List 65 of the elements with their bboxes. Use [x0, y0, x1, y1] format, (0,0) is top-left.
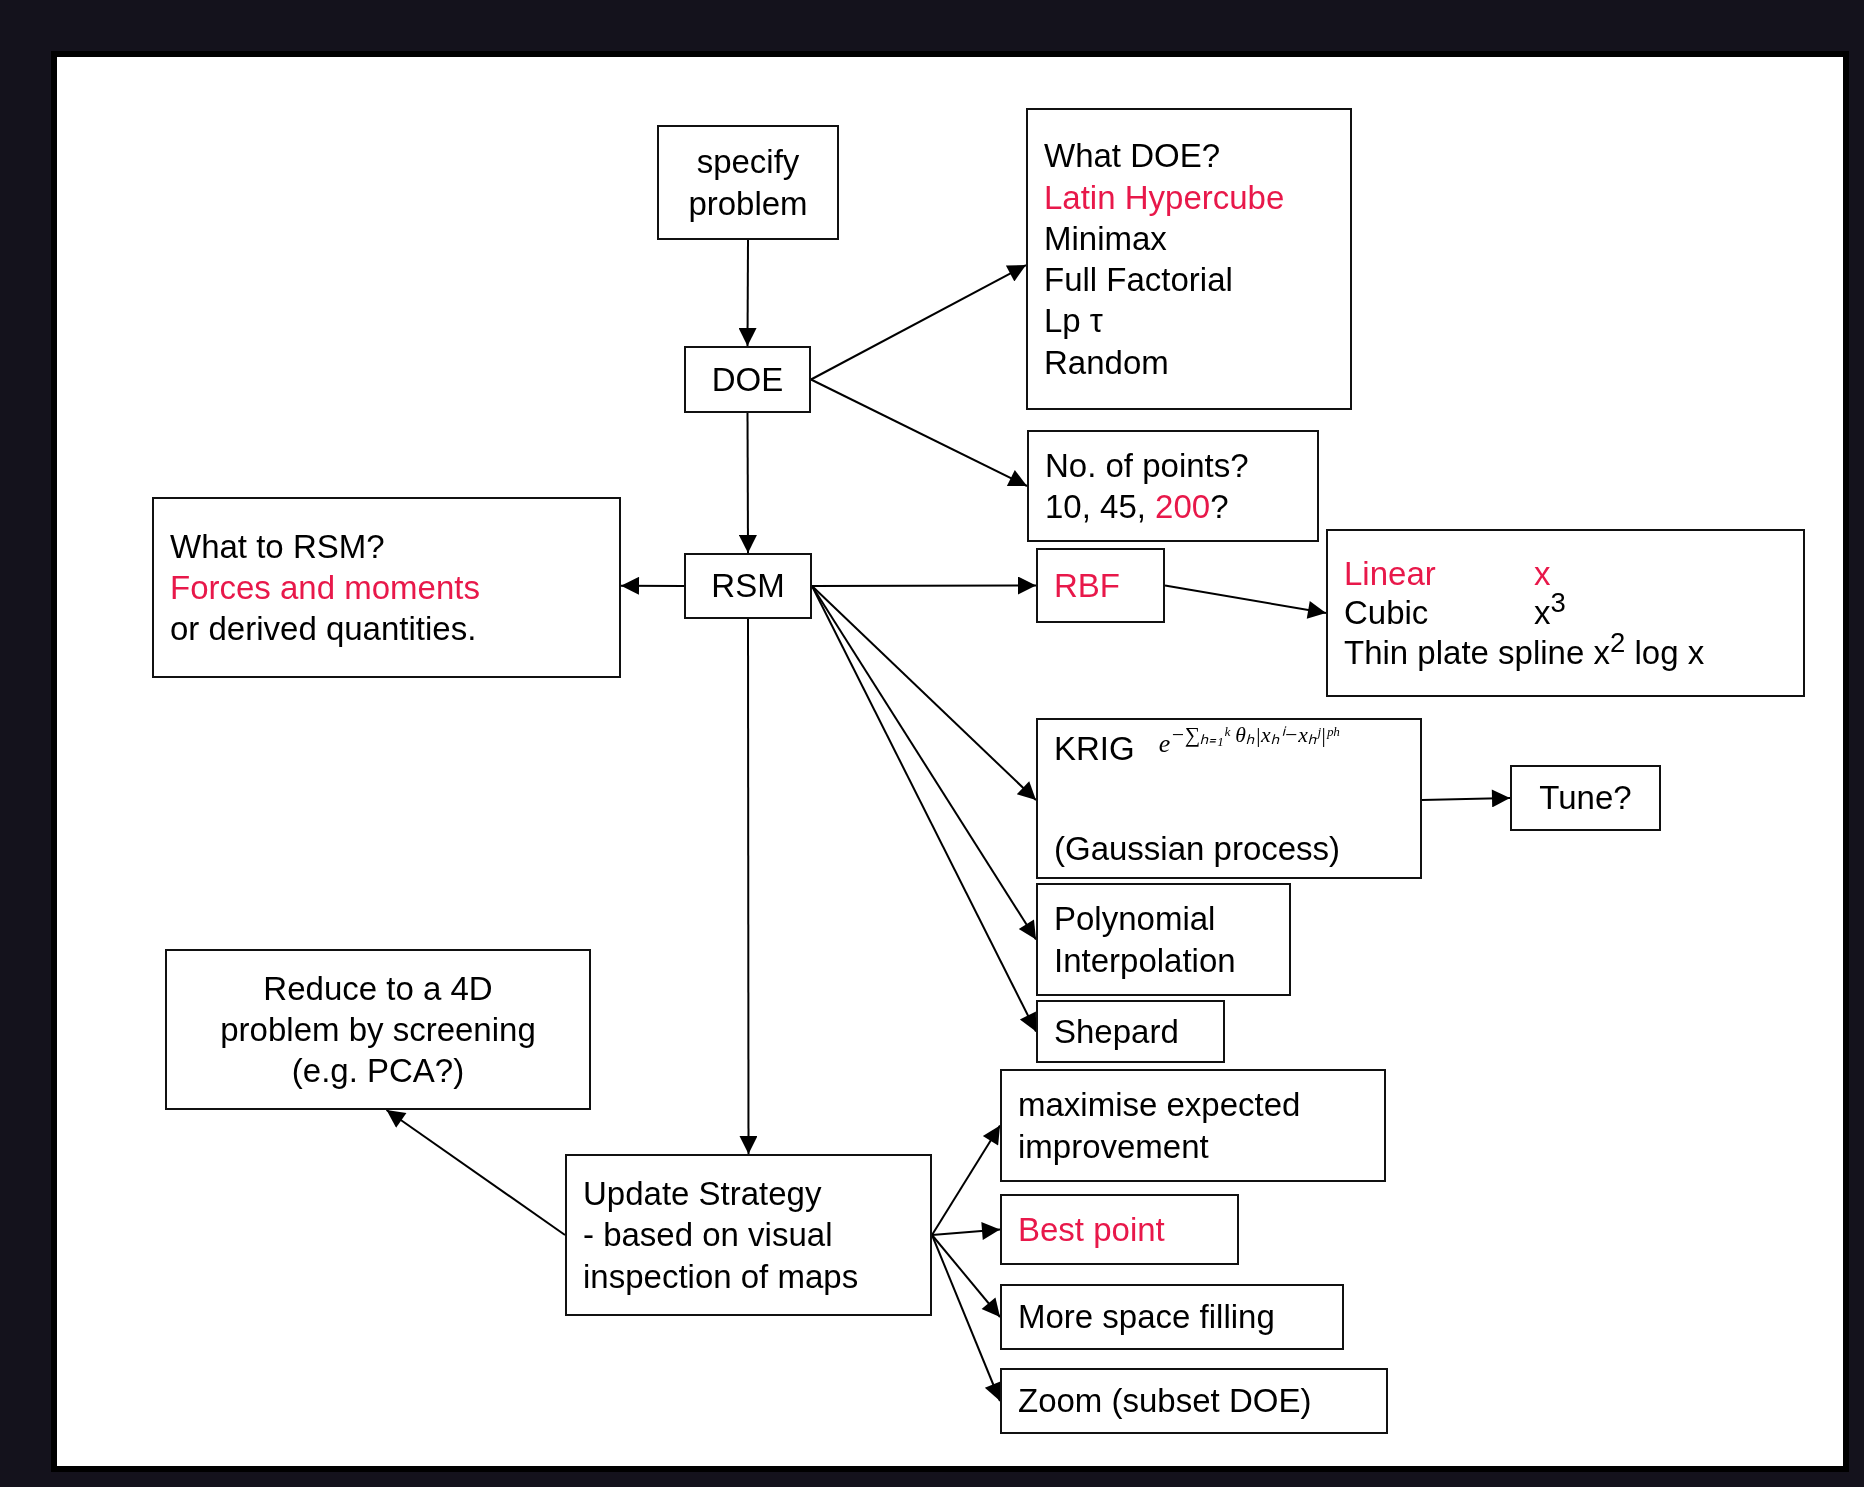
label: Latin Hypercube [1044, 177, 1286, 218]
label: specify problem [687, 142, 809, 224]
note-box [165, 949, 591, 1110]
process-box [565, 1154, 932, 1316]
label: Reduce to a 4D problem by screening (e.g. PCA?) [219, 968, 537, 1092]
label: Cubic [1344, 593, 1430, 633]
label: Forces and moments [170, 567, 481, 608]
label: or derived quantities. [170, 609, 478, 650]
option-box [1000, 1368, 1388, 1434]
arrow [810, 264, 1027, 381]
option-box [1000, 1194, 1239, 1265]
arrow [738, 239, 757, 347]
process-box [1510, 765, 1661, 831]
method-box [1036, 883, 1291, 996]
label: Update Strategy [583, 1174, 823, 1215]
label: Full Factorial [1044, 260, 1234, 300]
label: More space filling [1018, 1297, 1276, 1338]
options-box [1026, 108, 1352, 410]
label: x [1534, 553, 1551, 594]
label: Lp τ [1044, 301, 1104, 342]
label: RBF [1054, 565, 1121, 606]
label: Zoom (subset DOE) [1018, 1381, 1313, 1422]
formula: e$^{−∑ₕ₌₁ᵏ θₕ|xₕⁱ−xₕʲ|ᵖʰ}$ [1157, 728, 1340, 760]
method-box [1036, 548, 1165, 623]
note-box [152, 497, 621, 678]
label: - based on visual inspection of maps [583, 1215, 860, 1297]
label: Tune? [1538, 778, 1633, 819]
process-box [684, 346, 811, 413]
arrow [385, 1109, 566, 1236]
label: Thin plate spline x$^{2}$ log x [1344, 632, 1706, 673]
arrow [1164, 584, 1327, 619]
arrow [931, 1222, 1001, 1240]
option-box [1000, 1284, 1344, 1350]
label: KRIG [1054, 729, 1135, 769]
arrow [620, 576, 685, 595]
arrow [739, 618, 758, 1155]
method-box [1036, 718, 1422, 879]
label: Polynomial Interpolation [1054, 899, 1237, 981]
label: Random [1044, 342, 1170, 383]
label: x$^{3}$ [1534, 593, 1567, 633]
options-box [1027, 430, 1319, 542]
label: 10, 45, 200? [1045, 487, 1230, 527]
arrow [1421, 789, 1511, 808]
label: (Gaussian process) [1054, 828, 1342, 869]
arrow [810, 378, 1028, 487]
label: RSM [710, 566, 786, 607]
label: DOE [710, 359, 785, 400]
arrow [931, 1234, 1001, 1318]
method-box [1036, 1000, 1225, 1063]
label: Linear [1344, 553, 1437, 594]
arrow [811, 585, 1037, 802]
label: No. of points? [1045, 445, 1250, 486]
label: Best point [1018, 1209, 1166, 1250]
option-box [1000, 1069, 1386, 1182]
arrow [931, 1124, 1001, 1236]
process-box [684, 553, 812, 619]
label: What DOE? [1044, 136, 1222, 177]
label: What to RSM? [170, 526, 386, 567]
options-box [1326, 529, 1805, 697]
arrow [811, 576, 1037, 595]
label: Minimax [1044, 218, 1168, 259]
process-box [657, 125, 839, 240]
label: Shepard [1054, 1011, 1180, 1052]
label: maximise expected improvement [1018, 1085, 1302, 1167]
arrow [738, 412, 757, 554]
